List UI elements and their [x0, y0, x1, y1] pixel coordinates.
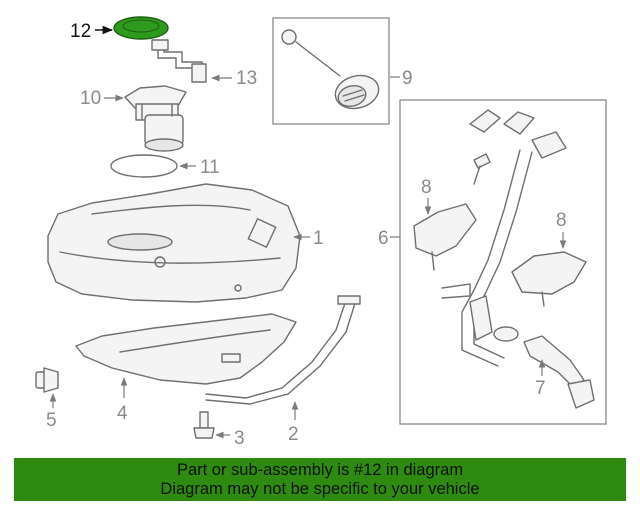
filler-pipe-part-6	[441, 109, 595, 409]
strap-part-2	[205, 295, 361, 405]
callout-12: 12	[70, 21, 91, 42]
callout-5: 5	[46, 410, 57, 431]
banner-line-1: Part or sub-assembly is #12 in diagram	[176, 461, 464, 479]
callout-11: 11	[200, 157, 220, 178]
fuel-tank-part-1	[47, 183, 301, 303]
shield-part-8-left	[413, 203, 477, 271]
valve-part-5	[35, 367, 59, 393]
wire-harness-part-13	[151, 39, 207, 83]
fuel-cap-group-box	[272, 17, 390, 125]
callout-4: 4	[117, 403, 128, 424]
info-banner: Part or sub-assembly is #12 in diagram D…	[14, 458, 626, 501]
callout-7: 7	[535, 378, 546, 399]
fuel-pump-module-part-10	[124, 85, 187, 152]
callout-9: 9	[402, 68, 413, 89]
filler-pipe-group-box	[399, 99, 607, 425]
callout-3: 3	[234, 428, 245, 449]
shield-part-8-right	[511, 251, 587, 307]
callout-8b: 8	[556, 210, 567, 231]
callout-6: 6	[378, 228, 389, 249]
callout-8a: 8	[421, 177, 432, 198]
callout-10: 10	[80, 88, 101, 109]
bolt-part-3	[193, 411, 215, 439]
callout-1: 1	[313, 228, 324, 249]
parts-diagram: 12 13 10 11 1 4	[35, 16, 607, 449]
seal-part-11	[110, 154, 178, 178]
heat-shield-part-4	[75, 313, 297, 385]
banner-line-2: Diagram may not be specific to your vehi…	[160, 480, 480, 498]
callout-2: 2	[288, 424, 299, 445]
callout-13: 13	[236, 68, 257, 89]
lock-ring-part-12[interactable]	[113, 16, 169, 40]
fuel-cap-part-9	[281, 29, 380, 110]
